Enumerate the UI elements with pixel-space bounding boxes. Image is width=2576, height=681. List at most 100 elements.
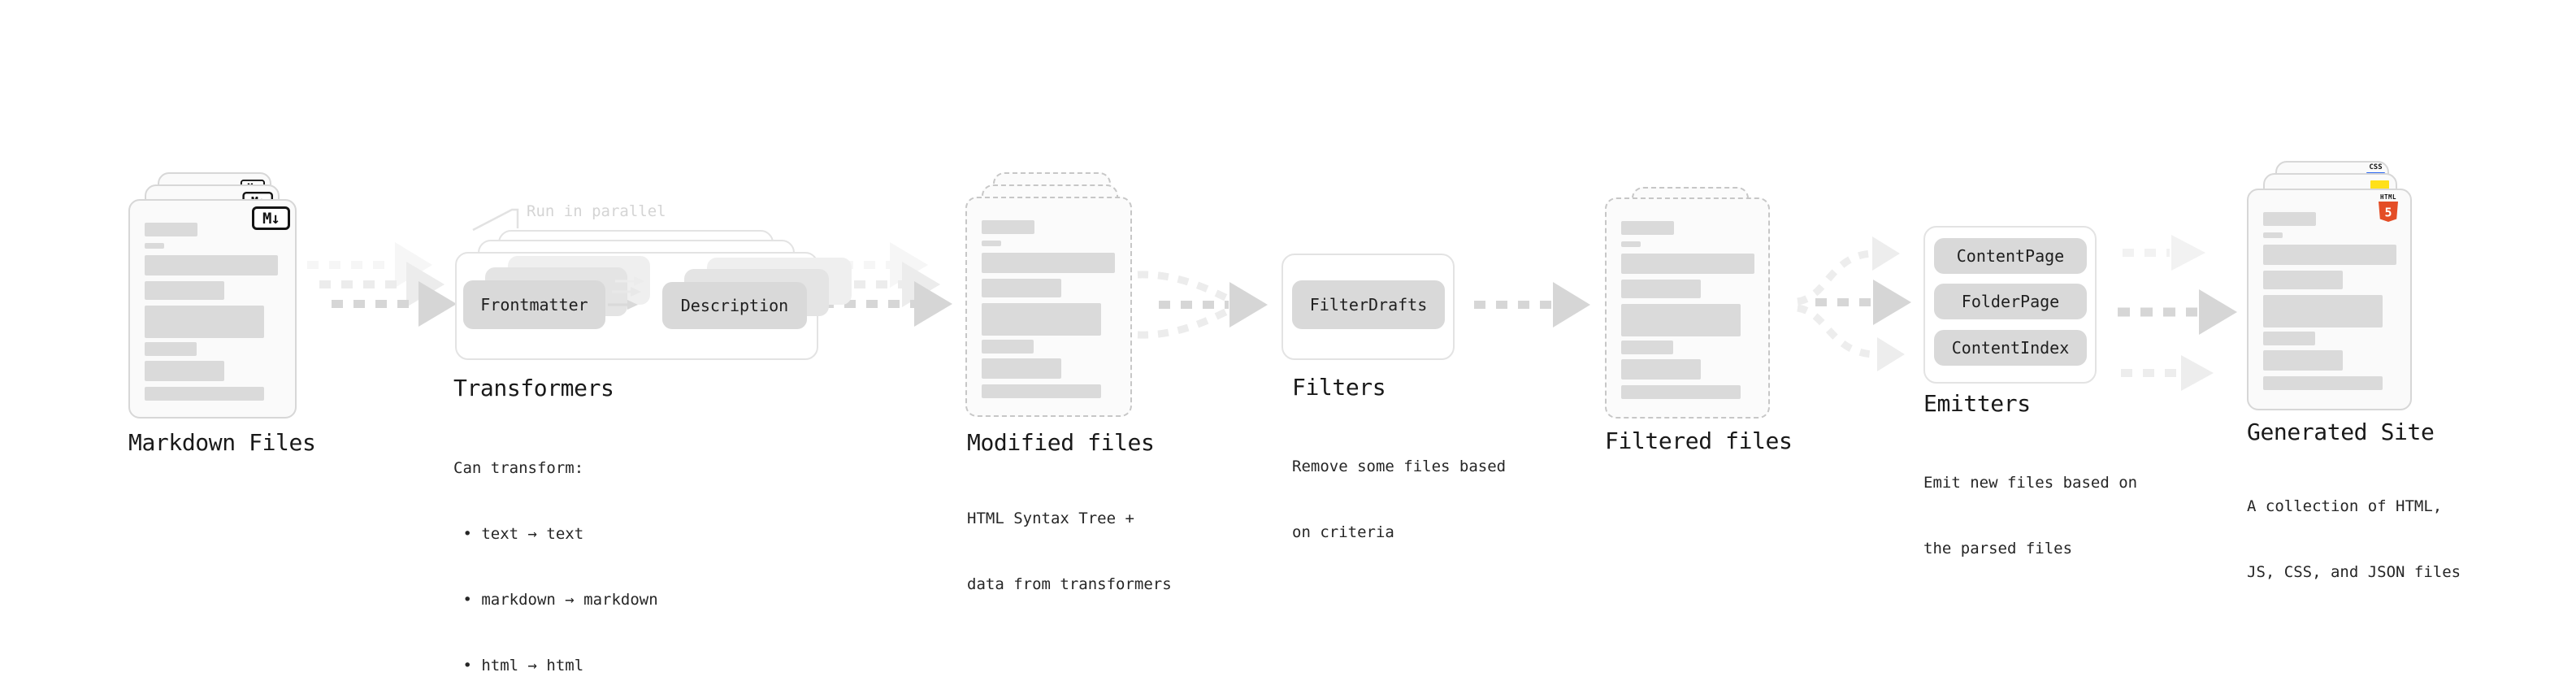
description-line: JS, CSS, and JSON files	[2247, 563, 2461, 581]
document-content-lines	[1621, 221, 1754, 399]
pill-frontmatter-ghost	[508, 256, 650, 305]
html5-badge-number: 5	[2384, 206, 2392, 220]
transform-arrow	[615, 276, 644, 286]
css-badge-underline	[2366, 172, 2385, 176]
markdown-badge-label: M↓	[262, 209, 280, 228]
content-line	[1621, 280, 1701, 298]
stage-description: Can transform: • text → text • markdown …	[453, 414, 658, 681]
markdown-badge-label: M↓	[250, 193, 266, 209]
description-line: the parsed files	[1923, 540, 2073, 557]
description-line: • markdown → markdown	[453, 591, 658, 609]
document-card	[2263, 173, 2397, 395]
transform-arrow	[612, 287, 641, 297]
stage-description: HTML Syntax Tree + data from transformer…	[967, 464, 1172, 640]
pill-content-page: ContentPage	[1934, 238, 2087, 274]
description-line: data from transformers	[967, 575, 1172, 593]
content-line	[982, 340, 1034, 354]
content-line	[982, 279, 1061, 297]
stage-description: Remove some files based on criteria	[1292, 412, 1506, 588]
description-line: Remove some files based	[1292, 458, 1507, 475]
flow-arrow-transformers-to-modified	[798, 242, 952, 327]
stage-label: Transformers	[453, 375, 614, 401]
content-line	[145, 223, 197, 236]
description-line: on criteria	[1292, 523, 1394, 541]
transformer-frame	[455, 252, 818, 360]
flow-arrow-filters-to-filtered	[1474, 282, 1590, 327]
stage-label: Emitters	[1923, 390, 2031, 417]
content-line	[2263, 295, 2383, 327]
document-card: HTML 5	[2247, 189, 2412, 410]
markdown-badge: M↓	[242, 192, 273, 211]
description-line: A collection of HTML,	[2247, 497, 2443, 515]
stage-description: Emit new files based on the parsed files	[1923, 428, 2137, 604]
content-line	[145, 243, 164, 249]
content-line	[1621, 254, 1754, 274]
content-line	[1621, 340, 1673, 354]
pill-description-ghost	[707, 258, 852, 305]
description-line: Can transform:	[453, 459, 584, 477]
markdown-badge: M↓	[252, 206, 290, 230]
flow-arrow-markdown-to-transformers	[307, 242, 457, 327]
document-card: M↓	[128, 199, 297, 419]
filters-frame	[1281, 254, 1455, 360]
content-line	[982, 358, 1061, 379]
description-line: Emit new files based on	[1923, 474, 2138, 492]
content-line	[2263, 271, 2343, 289]
description-line: • text → text	[453, 525, 584, 543]
document-card	[1605, 197, 1770, 419]
document-content-lines	[982, 220, 1115, 398]
content-line	[145, 255, 278, 275]
pill-frontmatter: Frontmatter	[463, 280, 605, 329]
content-line	[982, 303, 1101, 336]
stage-label: Filters	[1292, 374, 1386, 401]
content-line	[145, 387, 264, 401]
content-line	[145, 342, 197, 356]
stage-label: Generated Site	[2247, 419, 2435, 445]
emitters-frame	[1923, 226, 2097, 384]
markdown-badge: M↓	[240, 180, 265, 195]
content-line	[2263, 376, 2383, 390]
transform-arrow	[608, 300, 638, 310]
stage-label: Filtered files	[1605, 427, 1793, 454]
transformer-frame	[478, 240, 795, 347]
css-badge-label: CSS	[2369, 163, 2383, 171]
run-in-parallel-note: Run in parallel	[527, 202, 666, 220]
stage-description: A collection of HTML, JS, CSS, and JSON …	[2247, 452, 2461, 627]
content-line	[982, 384, 1101, 398]
content-line	[1621, 304, 1741, 336]
stage-label: Markdown Files	[128, 429, 316, 456]
flow-arrow-modified-to-filters	[1137, 271, 1268, 339]
content-line	[2263, 212, 2316, 226]
document-card: CSS	[2275, 161, 2389, 383]
pill-folder-page: FolderPage	[1934, 284, 2087, 319]
content-line	[1621, 359, 1701, 380]
content-line	[1621, 221, 1674, 235]
document-card	[965, 197, 1132, 417]
content-line	[145, 281, 224, 300]
description-line: • html → html	[453, 657, 584, 674]
transformer-frame	[498, 230, 774, 335]
html5-badge: HTML 5	[2379, 193, 2398, 222]
content-line	[145, 306, 264, 338]
document-card	[993, 172, 1111, 392]
css-badge: CSS	[2366, 164, 2385, 176]
pill-frontmatter-ghost	[485, 267, 627, 316]
content-line	[1621, 385, 1741, 399]
content-line	[982, 241, 1001, 246]
html5-shield	[2379, 202, 2398, 222]
pill-filter-drafts: FilterDrafts	[1292, 280, 1445, 329]
document-card: M↓	[145, 184, 280, 404]
content-line	[2263, 232, 2283, 238]
flow-arrow-filtered-to-emitters	[1796, 236, 1911, 371]
callout-leader-line	[472, 208, 519, 232]
description-line: HTML Syntax Tree +	[967, 510, 1134, 527]
pill-description-ghost	[684, 269, 829, 316]
